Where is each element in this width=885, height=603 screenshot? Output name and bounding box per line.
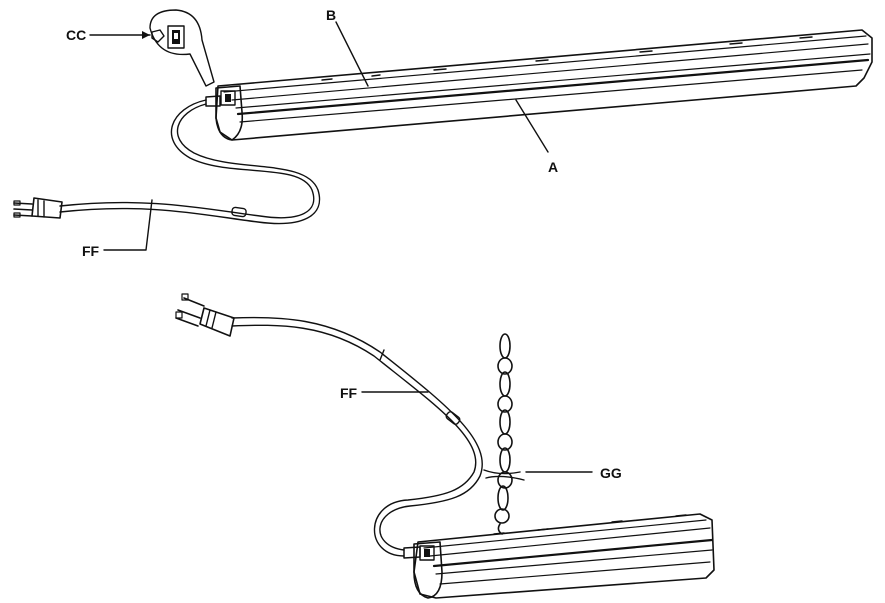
bottom-light-fixture [413, 513, 715, 599]
bottom-end-cap [413, 541, 443, 599]
twist-tie [483, 469, 525, 481]
bottom-power-cord [175, 293, 483, 559]
cable-clip-icon [151, 29, 165, 43]
callout-gg: GG [600, 465, 622, 481]
power-inlet [220, 90, 236, 106]
top-power-cord [13, 95, 321, 225]
cord-clip [231, 206, 247, 218]
top-light-fixture [215, 29, 873, 141]
callout-ff-bottom: FF [340, 385, 358, 401]
callout-b: B [326, 7, 336, 23]
bottom-cord-clip [445, 411, 461, 425]
cc-inset [149, 9, 215, 87]
end-cap [215, 85, 244, 141]
bottom-mounting-slots [493, 514, 687, 535]
bottom-plug [175, 293, 235, 337]
mounting-slots [321, 36, 813, 81]
top-plug [13, 197, 63, 219]
callout-cc: CC [66, 27, 86, 43]
leader-lines [89, 21, 593, 473]
bottom-chain [483, 333, 525, 535]
callout-a: A [548, 159, 558, 175]
callout-ff-top: FF [82, 243, 100, 259]
